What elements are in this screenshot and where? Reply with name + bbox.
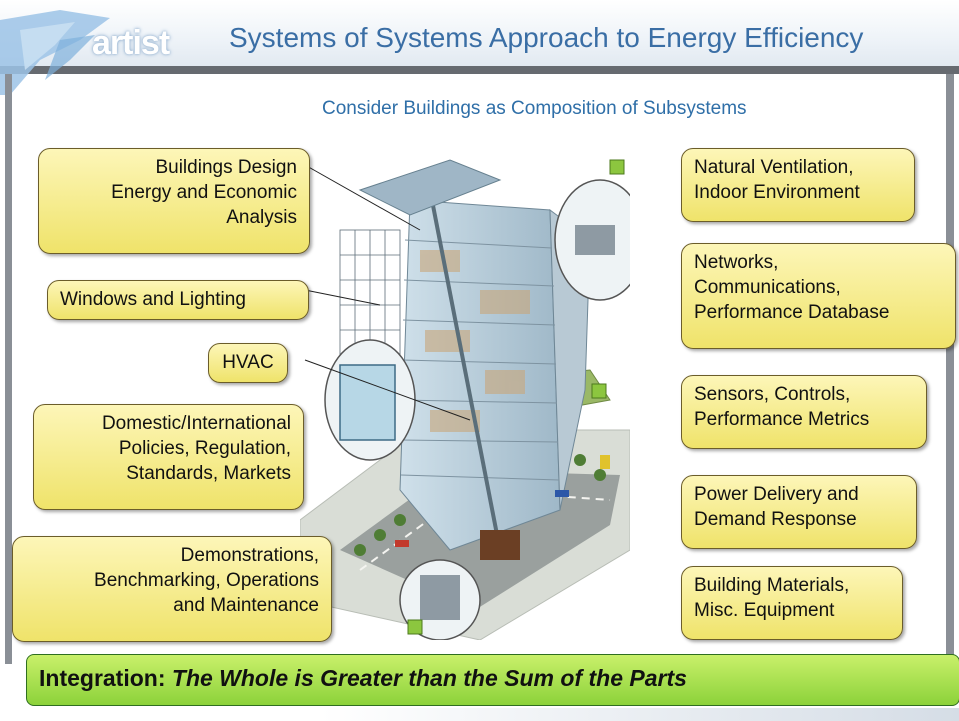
right-frame-bar	[946, 74, 954, 664]
callout-windows-lighting: Windows and Lighting	[47, 280, 309, 320]
callout-line: HVAC	[222, 352, 274, 373]
logo-text: artist	[92, 24, 170, 62]
callout-demonstrations: Demonstrations, Benchmarking, Operations…	[12, 536, 332, 642]
callout-line: Domestic/International	[101, 413, 291, 434]
callout-line: Misc. Equipment	[694, 600, 835, 621]
slide-subtitle: Consider Buildings as Composition of Sub…	[322, 98, 747, 119]
callout-line: Natural Ventilation,	[694, 157, 854, 178]
callout-building-materials: Building Materials, Misc. Equipment	[681, 566, 903, 640]
banner-bold-text: Integration:	[39, 665, 172, 691]
callout-buildings-design: Buildings Design Energy and Economic Ana…	[38, 148, 310, 254]
callout-line: Networks,	[694, 252, 779, 273]
callout-line: Energy and Economic	[111, 182, 297, 203]
bottom-strip	[320, 708, 959, 721]
callout-power-delivery: Power Delivery and Demand Response	[681, 475, 917, 549]
callout-line: Sensors, Controls,	[694, 384, 851, 405]
callout-hvac: HVAC	[208, 343, 288, 383]
artist-logo-icon	[0, 10, 110, 95]
slide-header	[0, 0, 959, 72]
slide-title: Systems of Systems Approach to Energy Ef…	[229, 22, 864, 53]
callout-line: Demand Response	[694, 509, 857, 530]
callout-sensors-controls: Sensors, Controls, Performance Metrics	[681, 375, 927, 449]
callout-line: Standards, Markets	[126, 463, 291, 484]
callout-line: Buildings Design	[155, 157, 297, 178]
callout-line: Policies, Regulation,	[118, 438, 291, 459]
banner-italic-text: The Whole is Greater than the Sum of the…	[171, 665, 687, 691]
integration-banner: Integration: The Whole is Greater than t…	[26, 654, 959, 706]
callout-line: Demonstrations,	[180, 545, 319, 566]
callout-line: Performance Database	[694, 302, 890, 323]
callout-line: Windows and Lighting	[60, 289, 246, 310]
callout-policies: Domestic/International Policies, Regulat…	[33, 404, 304, 510]
header-rule	[0, 66, 959, 74]
callout-line: Indoor Environment	[694, 182, 860, 203]
callout-line: Communications,	[694, 277, 841, 298]
callout-networks: Networks, Communications, Performance Da…	[681, 243, 956, 349]
callout-line: Building Materials,	[694, 575, 850, 596]
callout-line: and Maintenance	[173, 595, 319, 616]
left-frame-bar	[5, 74, 12, 664]
building-illustration	[300, 159, 630, 640]
callout-line: Power Delivery and	[694, 484, 859, 505]
callout-natural-ventilation: Natural Ventilation, Indoor Environment	[681, 148, 915, 222]
callout-line: Benchmarking, Operations	[94, 570, 319, 591]
callout-line: Performance Metrics	[694, 409, 870, 430]
callout-line: Analysis	[226, 207, 297, 228]
